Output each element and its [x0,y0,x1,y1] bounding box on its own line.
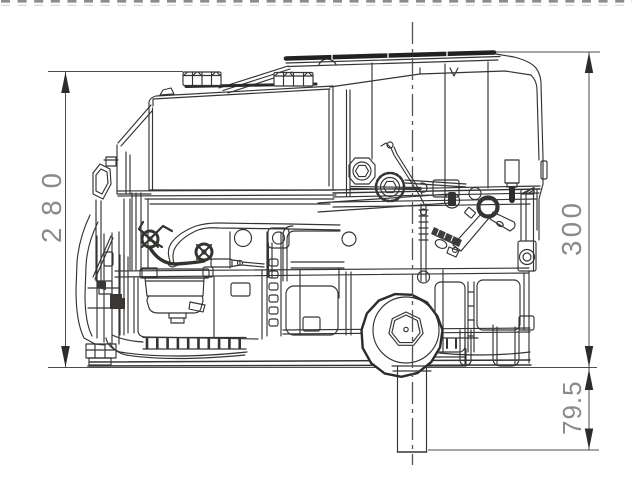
svg-text:300: 300 [556,200,587,256]
svg-text:79.5: 79.5 [557,380,587,435]
svg-text:280: 280 [36,161,67,243]
